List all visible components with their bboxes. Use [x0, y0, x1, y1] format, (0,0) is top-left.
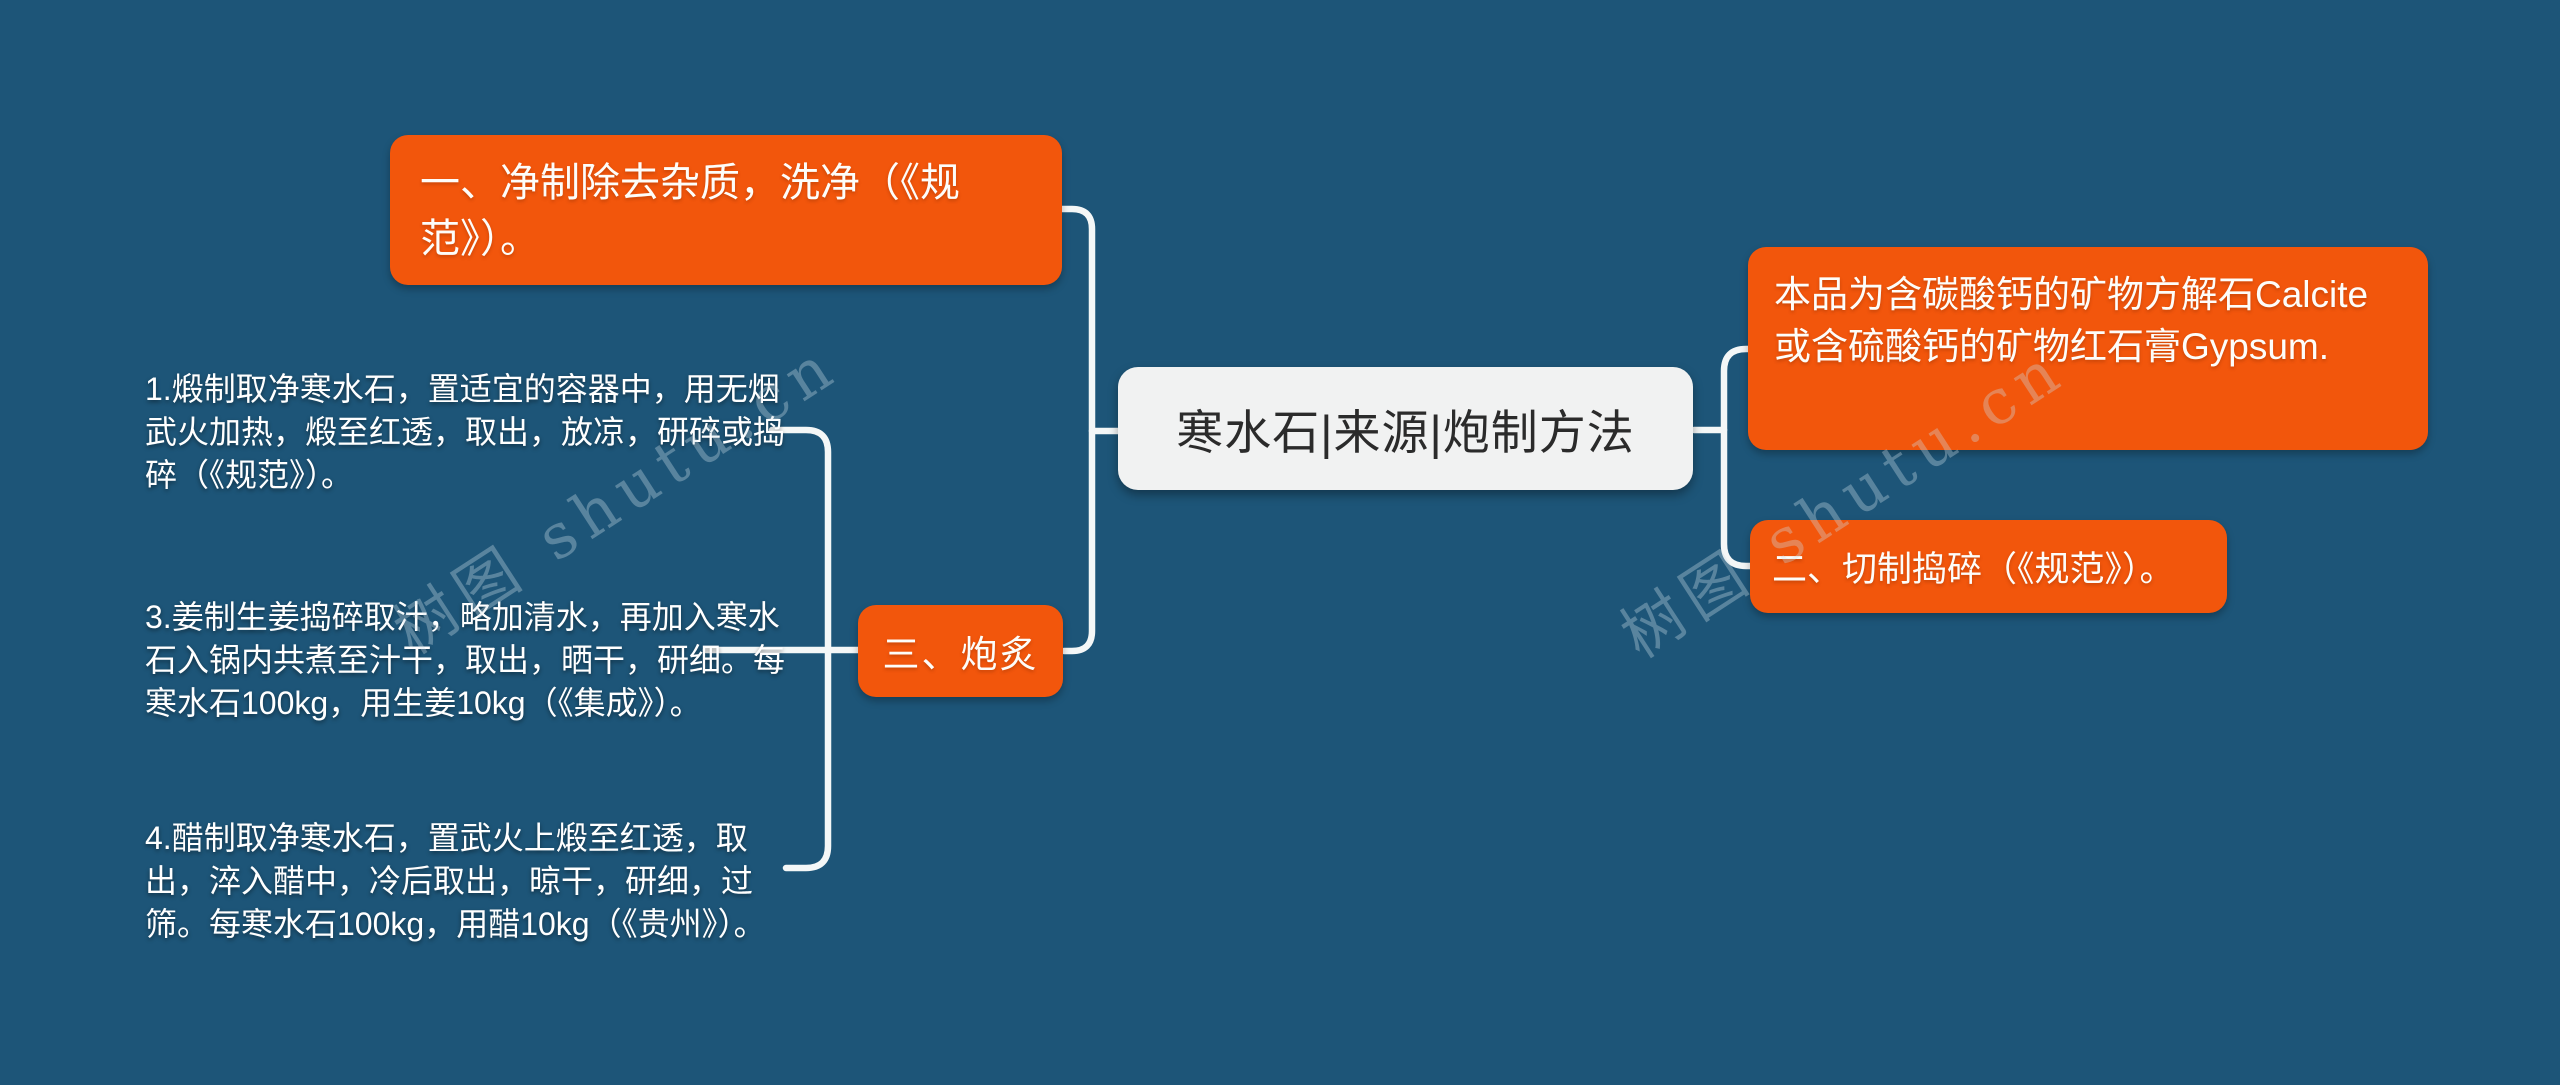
branch-node-purification[interactable]: 一、净制除去杂质，洗净（《规范》）。	[390, 135, 1062, 285]
leaf-node-ginger-method[interactable]: 3.姜制生姜捣碎取汁，略加清水，再加入寒水石入锅内共煮至汁干，取出，晒干，研细。…	[145, 599, 786, 721]
connector-right-trunk	[1720, 345, 1756, 570]
branch-node-processing[interactable]: 三、炮炙	[858, 605, 1063, 697]
central-topic-node[interactable]: 寒水石|来源|炮制方法	[1118, 367, 1693, 490]
connector-left-trunk	[1058, 205, 1096, 655]
leaf-node-calcine-method[interactable]: 1.煅制取净寒水石，置适宜的容器中，用无烟武火加热，煅至红透，取出，放凉，研碎或…	[145, 371, 786, 493]
leaf-node-vinegar-method[interactable]: 4.醋制取净寒水石，置武火上煅至红透，取出，淬入醋中，冷后取出，晾干，研细，过筛…	[145, 820, 766, 942]
branch-node-cutting[interactable]: 二、切制捣碎（《规范》）。	[1750, 520, 2227, 613]
branch-node-source[interactable]: 本品为含碳酸钙的矿物方解石Calcite或含硫酸钙的矿物红石膏Gypsum.	[1748, 247, 2428, 450]
